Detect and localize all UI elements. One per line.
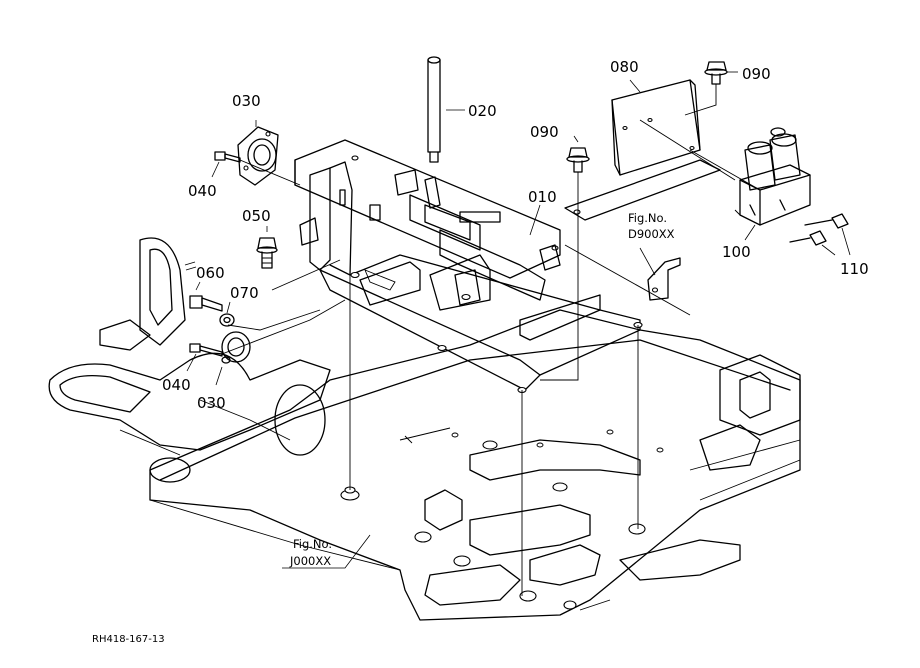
fig-ref-j000xx-line1: Fig.No. bbox=[293, 537, 332, 551]
drawing-code: RH418-167-13 bbox=[92, 634, 165, 645]
mount-boss bbox=[552, 482, 568, 492]
label-090-center: 090 bbox=[530, 123, 559, 141]
mount-boss bbox=[519, 590, 537, 602]
label-040-lower: 040 bbox=[162, 376, 191, 394]
part-090-bolts bbox=[566, 61, 738, 173]
fig-ref-d900xx: Fig.No. D900XX bbox=[628, 211, 675, 241]
mount-boss bbox=[482, 440, 498, 450]
label-060: 060 bbox=[196, 264, 225, 282]
label-070: 070 bbox=[230, 284, 259, 302]
fig-ref-j000xx: Fig.No. J000XX bbox=[282, 534, 371, 569]
mount-boss bbox=[414, 531, 432, 543]
part-010-main-bracket bbox=[294, 139, 643, 394]
part-100-valve-assembly bbox=[734, 127, 811, 241]
part-040-bolts bbox=[186, 151, 241, 372]
part-060-bolt bbox=[189, 281, 223, 312]
part-030-rubber-mount-lower bbox=[215, 331, 251, 386]
label-100: 100 bbox=[722, 243, 751, 261]
mount-boss bbox=[628, 523, 646, 535]
label-020: 020 bbox=[468, 102, 497, 120]
label-040-upper: 040 bbox=[188, 182, 217, 200]
label-080: 080 bbox=[610, 58, 639, 76]
base-frame bbox=[48, 237, 801, 621]
mount-boss bbox=[453, 555, 471, 567]
fig-ref-j000xx-leader bbox=[282, 534, 371, 569]
label-090-right: 090 bbox=[742, 65, 771, 83]
assembly-lines bbox=[221, 84, 761, 596]
label-010: 010 bbox=[528, 188, 557, 206]
d900xx-bracket bbox=[639, 247, 681, 301]
fig-ref-d900xx-line1: Fig.No. bbox=[628, 211, 667, 225]
label-110: 110 bbox=[840, 260, 869, 278]
fig-ref-d900xx-line2: D900XX bbox=[628, 227, 675, 241]
label-030-lower: 030 bbox=[197, 394, 226, 412]
label-030-upper: 030 bbox=[232, 92, 261, 110]
part-080-plate bbox=[564, 79, 721, 221]
part-070-washer bbox=[184, 261, 235, 327]
leader-010 bbox=[529, 204, 541, 236]
part-110-bolts bbox=[789, 213, 851, 256]
fig-ref-j000xx-line2: J000XX bbox=[289, 554, 331, 568]
part-020-pin bbox=[427, 56, 465, 163]
part-030-rubber-mount-upper bbox=[237, 120, 279, 186]
part-callouts: 010 020 030 030 040 040 050 060 070 080 … bbox=[162, 58, 869, 412]
label-050: 050 bbox=[242, 207, 271, 225]
part-050-bolt bbox=[256, 226, 341, 291]
